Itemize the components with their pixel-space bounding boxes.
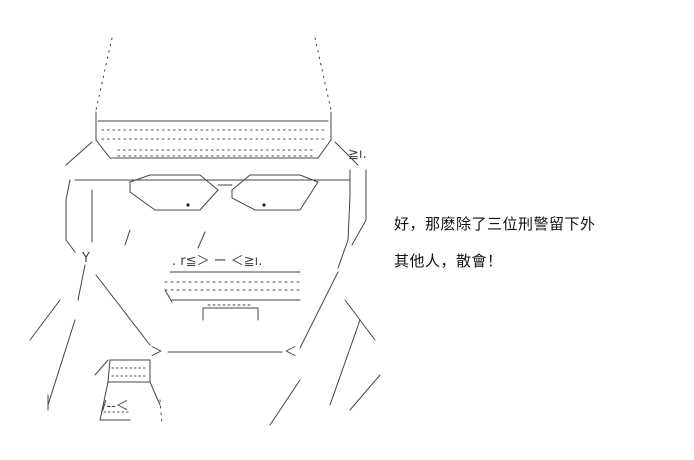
dialogue-line-2: 其他人，散會！ — [394, 252, 503, 270]
hand-mark: /--＜ — [102, 399, 129, 414]
hat — [65, 37, 359, 166]
mustache-top-mark: . r≦＞ ー ＜≧ı. — [172, 254, 262, 269]
collar — [29, 264, 381, 426]
collar-mark-right: ＜ — [284, 345, 297, 360]
hat-mark: ≧ı. — [348, 147, 367, 162]
face-outline — [65, 169, 367, 269]
eyes — [186, 203, 266, 207]
collar-mark: ＞ — [150, 345, 163, 360]
mustache — [164, 271, 301, 303]
mouth — [202, 304, 259, 321]
glasses — [74, 174, 351, 211]
left-side-mark: Y — [81, 251, 90, 266]
hand — [94, 359, 163, 426]
dialogue-line-1: 好，那麽除了三位刑警留下外 — [394, 215, 596, 233]
